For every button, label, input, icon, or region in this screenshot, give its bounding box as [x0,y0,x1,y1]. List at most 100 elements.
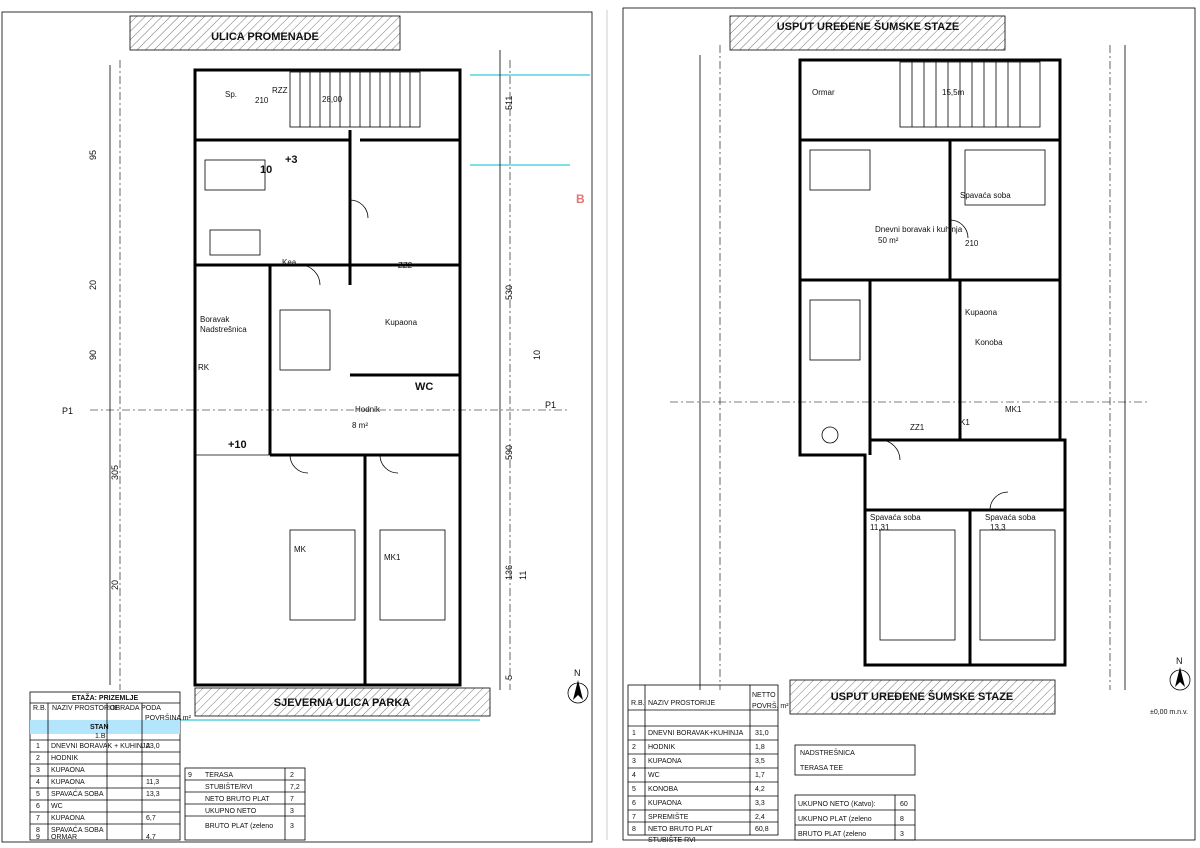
svg-text:R.B.: R.B. [631,700,645,707]
svg-text:NETTO: NETTO [752,692,776,699]
right-door-2 [989,491,1009,511]
svg-text:11: 11 [518,571,528,580]
left-door-4 [289,454,309,474]
svg-text:KUPAONA: KUPAONA [648,800,682,807]
svg-text:4,2: 4,2 [755,786,765,793]
svg-text:SPAVAĆA SOBA: SPAVAĆA SOBA [51,825,104,834]
right-furniture-1 [809,299,861,361]
svg-text:UKUPNO NETO (Katvo):: UKUPNO NETO (Katvo): [798,801,876,808]
svg-text:95: 95 [88,150,98,160]
svg-text:6: 6 [632,800,636,807]
svg-text:2: 2 [290,772,294,779]
svg-text:60: 60 [900,801,908,808]
table-row: 9 TERASA 2 [188,772,294,779]
svg-text:9: 9 [188,772,192,779]
left-door-1 [299,264,321,286]
svg-text:BRUTO PLAT (zeleno: BRUTO PLAT (zeleno [205,823,273,830]
left-top-street-hatch [129,15,401,51]
svg-text:KUPAONA: KUPAONA [51,767,85,774]
left-room-3-name: +3 [285,154,298,166]
svg-text:ORMAR: ORMAR [51,834,77,841]
svg-text:TERASA: TERASA [205,772,233,779]
svg-text:11,3: 11,3 [146,779,159,786]
svg-text:3: 3 [290,808,294,815]
table-row: 8 SPAVAĆA SOBA [30,823,180,834]
north-arrow-left: N [567,668,589,704]
right-summary-table: NADSTREŠNICA TERASA TEE UKUPNO NETO (Kat… [794,744,916,841]
right-room-8-name: ZZ1 [910,423,925,432]
left-bed-1 [289,529,356,621]
svg-text:2: 2 [36,755,40,762]
left-room-2-name: Sp. [225,90,237,99]
svg-text:4: 4 [36,779,40,786]
svg-text:20: 20 [88,280,98,290]
right-sheet: USPUT UREĐENE ŠUMSKE STAZE USPUT UREĐENE… [622,7,1196,841]
svg-text:90: 90 [88,350,98,360]
right-table-circle [821,426,839,444]
svg-text:8: 8 [36,827,40,834]
right-bottom-street-hatch [789,679,1056,715]
left-bottom-street-hatch [194,687,491,717]
svg-text:POVRŠINA m²: POVRŠINA m² [145,713,192,722]
right-top-street-hatch [729,15,1006,51]
left-furniture-3 [209,229,261,256]
svg-text:KONOBA: KONOBA [648,786,678,793]
left-bed-2 [379,529,446,621]
svg-text:1.B: 1.B [95,733,106,740]
svg-text:BRUTO PLAT (zeleno: BRUTO PLAT (zeleno [798,831,866,838]
svg-text:3,5: 3,5 [755,758,765,765]
left-room-5-name: Boravak [200,315,230,324]
right-bed-3 [964,149,1046,206]
svg-text:STUBIŠTE/RVI: STUBIŠTE/RVI [205,782,253,791]
svg-text:DNEVNI BORAVAK + KUHINJA: DNEVNI BORAVAK + KUHINJA [51,743,150,750]
svg-text:STAN: STAN [90,724,109,731]
left-furniture-2 [279,309,331,371]
table-row: 3 KUPAONA 3,5 [628,753,778,765]
left-room-7-area: 8 m² [352,421,368,430]
red-mark: B [576,192,585,206]
right-room-6-name: Spavaća soba [985,513,1036,522]
left-dims-left: 95 20 90 305 20 [88,150,120,590]
left-room-8-name: Kupaona [385,318,418,327]
svg-text:KUPAONA: KUPAONA [648,758,682,765]
right-room-2-name: Spavaća soba [960,191,1011,200]
svg-text:WC: WC [648,772,660,779]
svg-text:7: 7 [290,796,294,803]
svg-text:7: 7 [632,814,636,821]
right-room-7-name: Konoba [975,338,1003,347]
right-room-9-name: K1 [960,418,970,427]
svg-text:WC: WC [51,803,63,810]
right-room-3-name: Dnevni boravak i kuhinja [875,225,963,234]
left-room-1-area: 28,00 [322,95,343,104]
left-furniture-1 [204,159,266,191]
svg-text:3: 3 [632,758,636,765]
left-top-street-label: ULICA PROMENADE [211,31,319,43]
svg-text:NAZIV PROSTORIJE: NAZIV PROSTORIJE [52,705,119,712]
right-door-1 [879,439,901,461]
svg-text:POVRŠ. m²: POVRŠ. m² [752,701,789,710]
svg-text:7: 7 [36,815,40,822]
right-room-6-area: 13,3 [990,523,1006,532]
right-room-1-name: Ormar [812,88,835,97]
right-bed-1 [879,529,956,641]
svg-text:60,8: 60,8 [755,826,769,833]
left-room-3-area: 10 [260,164,272,176]
svg-text:2,4: 2,4 [755,814,765,821]
left-room-10-name: MK1 [384,553,401,562]
svg-text:8: 8 [632,826,636,833]
left-dims-right: 511 530 10 590 11 136 5 [504,96,542,680]
left-door-3 [379,454,399,474]
svg-text:NAZIV PROSTORIJE: NAZIV PROSTORIJE [648,700,715,707]
left-door-2 [349,199,369,219]
